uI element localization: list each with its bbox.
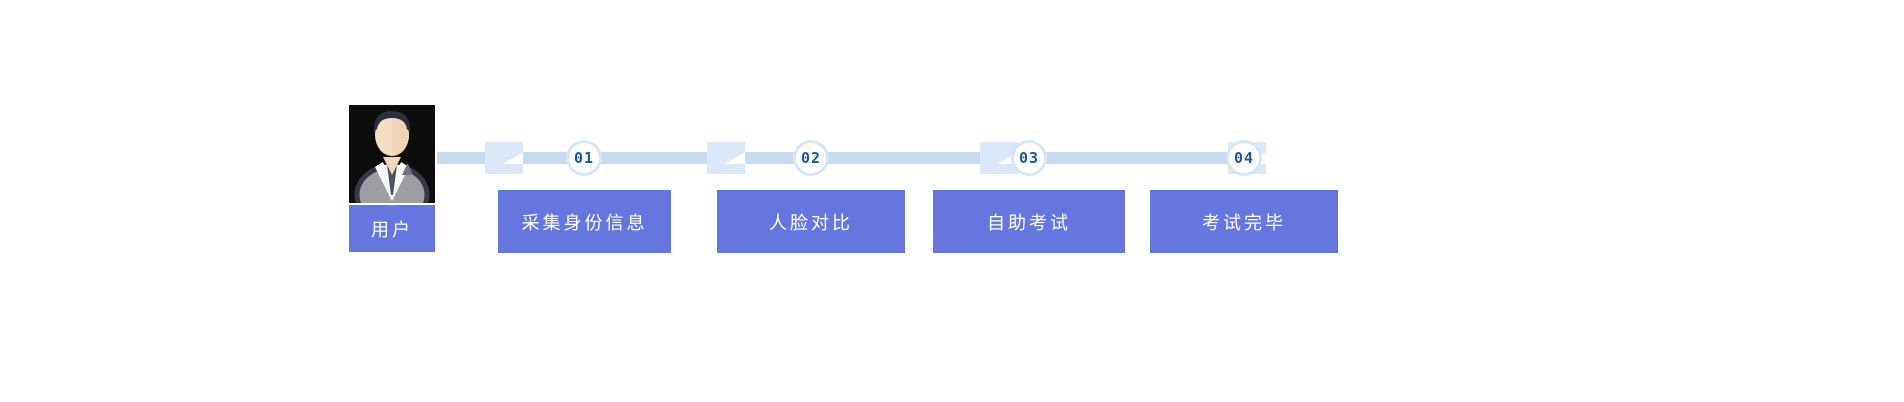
- step-label-face-compare: 人脸对比: [717, 190, 905, 253]
- arrow-marker-icon: [485, 142, 523, 174]
- step-label-self-exam: 自助考试: [933, 190, 1125, 253]
- step-number-1: 01: [566, 140, 602, 176]
- arrow-marker-icon: [707, 142, 745, 174]
- step-number-3: 03: [1011, 140, 1047, 176]
- step-label-collect-identity: 采集身份信息: [498, 190, 671, 253]
- arrow-wedge: [503, 152, 523, 164]
- step-number-4: 04: [1226, 140, 1262, 176]
- arrow-wedge: [725, 152, 745, 164]
- user-label: 用户: [349, 205, 435, 252]
- flow-connector-line: [437, 152, 1264, 164]
- step-number-2: 02: [793, 140, 829, 176]
- step-label-exam-finished: 考试完毕: [1150, 190, 1338, 253]
- user-avatar-icon: [349, 105, 435, 227]
